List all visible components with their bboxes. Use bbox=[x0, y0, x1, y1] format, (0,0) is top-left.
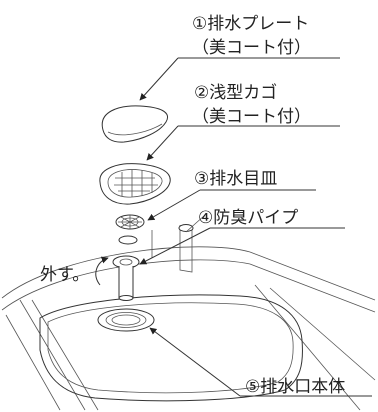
label-part2-line1: ②浅型カゴ bbox=[194, 82, 277, 103]
sink-counter bbox=[1, 214, 376, 411]
drain-body-icon bbox=[97, 308, 155, 332]
label-part2-line2: （美コート付） bbox=[192, 107, 311, 127]
odor-pipe-icon bbox=[95, 255, 140, 301]
label-part3: ③排水目皿 bbox=[194, 169, 277, 189]
leader-lines bbox=[139, 57, 372, 397]
label-part4: ④防臭パイプ bbox=[198, 208, 298, 228]
shallow-basket-icon bbox=[99, 163, 171, 205]
label-part1-line2: （美コート付） bbox=[192, 38, 311, 58]
label-remove: 外す。 bbox=[40, 265, 89, 285]
drain-plate-icon bbox=[101, 105, 168, 143]
label-part5: ⑤排水口本体 bbox=[245, 377, 345, 397]
label-part1-line1: ①排水プレート bbox=[192, 14, 309, 34]
drain-grate-icon bbox=[115, 214, 145, 245]
